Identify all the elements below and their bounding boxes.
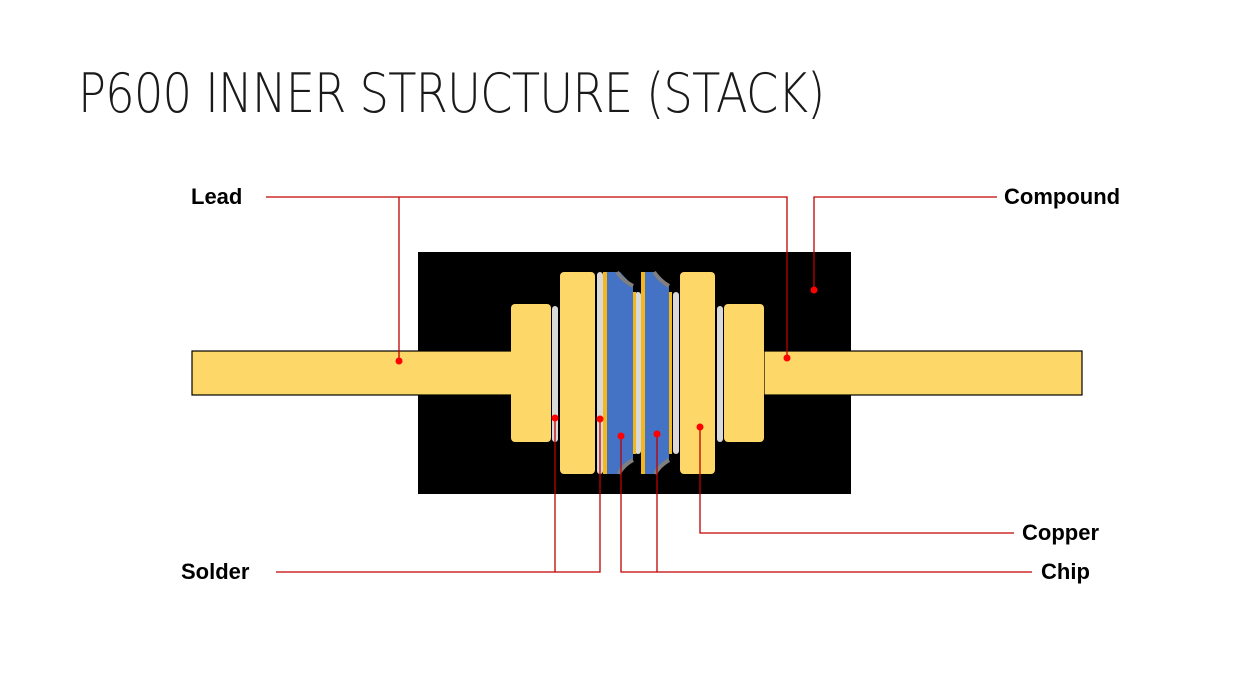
copper-outer-right xyxy=(724,304,764,442)
pointer-dot-chip-2 xyxy=(653,430,661,438)
page-title: P600 INNER STRUCTURE (STACK) xyxy=(78,62,825,125)
label-solder: Solder xyxy=(181,559,250,584)
chip-die-2 xyxy=(641,270,672,475)
pointer-dot-solder-2 xyxy=(596,415,604,423)
lead-left xyxy=(191,350,520,396)
solder-layer xyxy=(597,272,603,474)
copper-inner-right xyxy=(680,272,715,474)
copper-inner-left xyxy=(560,272,595,474)
pointer-dot-lead-left xyxy=(395,357,403,365)
copper-outer-left xyxy=(511,304,551,442)
solder-layer xyxy=(552,306,558,442)
leader-compound xyxy=(813,196,997,290)
label-copper: Copper xyxy=(1022,520,1099,545)
solder-layer xyxy=(717,306,723,442)
lead-right xyxy=(763,350,1083,396)
label-chip: Chip xyxy=(1041,559,1090,584)
pointer-dot-copper xyxy=(696,423,704,431)
pointer-dot-compound xyxy=(810,286,818,294)
pointer-dot-lead-right xyxy=(783,354,791,362)
pointer-dot-chip-1 xyxy=(617,432,625,440)
chip-die-1 xyxy=(603,270,636,475)
leader-lead xyxy=(266,196,788,358)
leader-copper xyxy=(699,427,1014,534)
solder-layer xyxy=(673,292,679,454)
leader-chip xyxy=(620,436,1032,573)
label-compound: Compound xyxy=(1004,184,1120,209)
label-lead: Lead xyxy=(191,184,242,209)
solder-layer xyxy=(635,292,641,454)
leader-solder xyxy=(276,419,601,573)
pointer-dot-solder-1 xyxy=(551,414,559,422)
